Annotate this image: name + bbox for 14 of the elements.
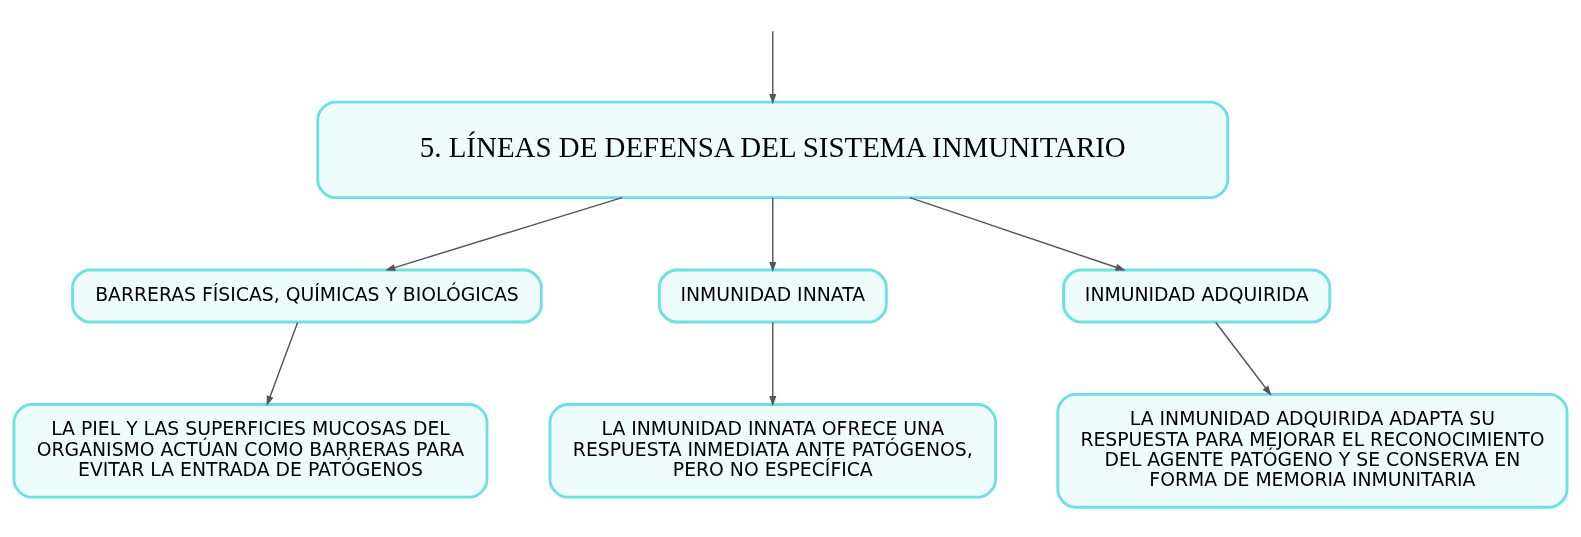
arrow bbox=[769, 321, 777, 407]
arrow bbox=[769, 30, 777, 105]
node-box: LA INMUNIDAD ADQUIRIDA ADAPTA SU RESPUESTA PARA MEJORAR EL RECONOCIMIENTO DEL AGENTE PATÓGENO Y SE CONSERVA EN FORMA DE MEMORIA INMUNITARIA bbox=[1056, 392, 1569, 509]
node-box: LA INMUNIDAD INNATA OFRECE UNA RESPUESTA INMEDIATA ANTE PATÓGENOS, PERO NO ESPECÍFICA bbox=[548, 403, 998, 499]
node-box: BARRERAS FÍSICAS, QUÍMICAS Y BIOLÓGICAS bbox=[71, 268, 543, 324]
arrow bbox=[385, 196, 623, 271]
node-box: 5. LÍNEAS DE DEFENSA DEL SISTEMA INMUNITARIO bbox=[316, 100, 1230, 200]
arrow bbox=[769, 197, 777, 273]
arrow bbox=[266, 321, 299, 406]
node-box: LA PIEL Y LAS SUPERFICIES MUCOSAS DEL ORGANISMO ACTÚAN COMO BARRERAS PARA EVITAR LA ENTRADA DE PATÓGENOS bbox=[12, 403, 489, 499]
arrow bbox=[909, 196, 1126, 271]
arrow bbox=[1215, 321, 1272, 396]
node-box: INMUNIDAD ADQUIRIDA bbox=[1062, 268, 1332, 324]
node-box: INMUNIDAD INNATA bbox=[657, 268, 888, 324]
